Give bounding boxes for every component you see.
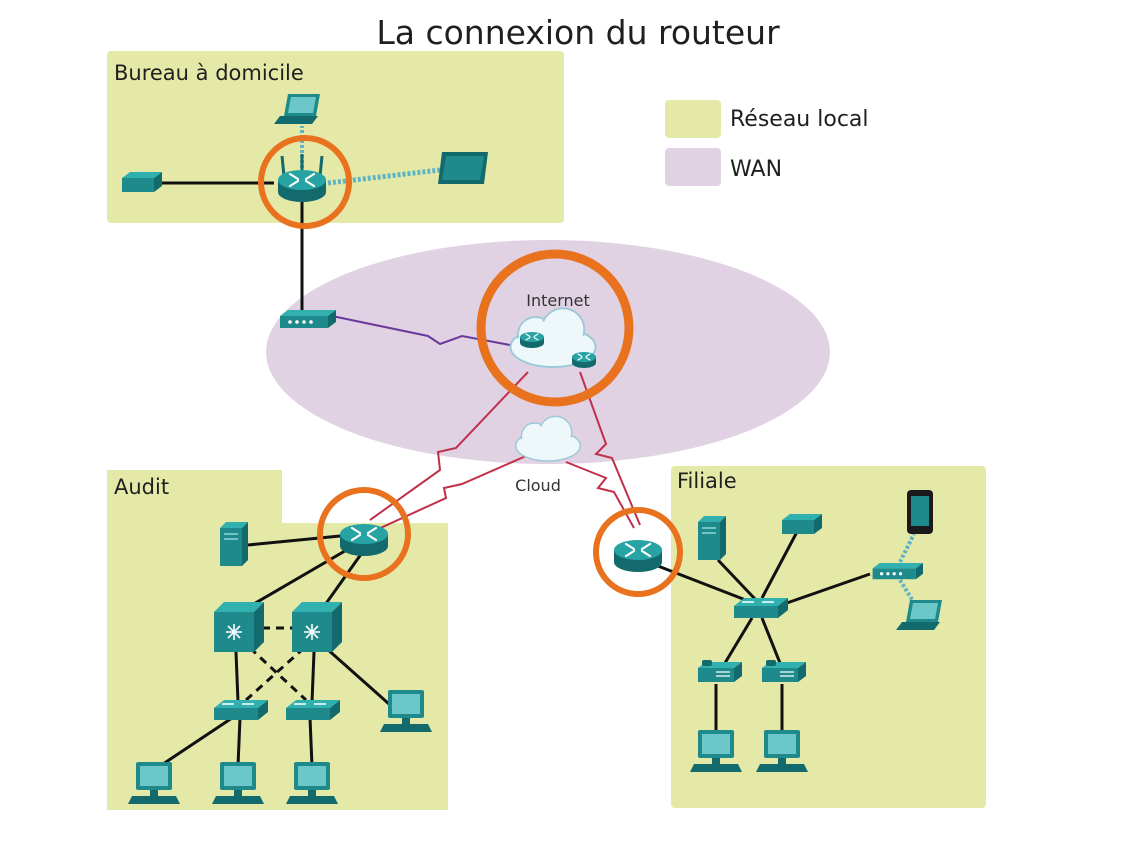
legend-swatch-wan: [665, 148, 721, 186]
internet-router-icon-1: [519, 331, 545, 349]
link-branch-switch-ap: [783, 572, 871, 606]
link-audit-server-router: [247, 534, 341, 547]
ip-phone-icon-2: [761, 659, 807, 683]
link-branch-switch-phone2: [760, 617, 784, 669]
link-audit-sw1-pc2: [236, 717, 242, 767]
printer-icon: [122, 172, 162, 192]
highlight-audit-router: [317, 487, 411, 581]
legend-swatch-lan: [665, 100, 721, 138]
tablet-icon: [438, 152, 488, 184]
branch-router-icon: [612, 538, 664, 574]
cloud-label: Cloud: [515, 476, 561, 495]
switch-icon-2: [285, 699, 341, 721]
link-audit-sw1-pc1: [159, 716, 233, 768]
ip-phone-icon-1: [697, 659, 743, 683]
router-highlights: [258, 135, 683, 597]
link-audit-ml2-pc4: [325, 646, 399, 714]
internet-router-icon-2: [571, 351, 597, 369]
highlight-home-router: [258, 135, 352, 229]
legend-label-lan: Réseau local: [730, 107, 869, 132]
link-audit-sw2-pc3: [308, 717, 314, 767]
branch-label: Filiale: [677, 469, 737, 493]
wan-link-audit-cloud: [375, 455, 527, 531]
multilayer-switch-icon-2: [291, 601, 343, 653]
audit-label: Audit: [114, 475, 169, 499]
legend: Réseau local WAN: [665, 100, 869, 186]
wireless-router-tablet: [327, 167, 441, 186]
diagram-title: La connexion du routeur: [376, 13, 780, 52]
link-branch-server-switch: [716, 558, 758, 602]
modem-icon: [280, 310, 336, 328]
link-branch-switch-phone1: [720, 617, 754, 669]
link-audit-ml2-sw2: [310, 651, 316, 703]
home-office-label: Bureau à domicile: [114, 61, 304, 85]
internet-label: Internet: [526, 291, 590, 310]
audit-router-icon: [338, 522, 390, 558]
router-icon: [276, 154, 328, 204]
multilayer-switch-icon-1: [213, 601, 265, 653]
link-audit-ml1-sw2: [248, 646, 308, 702]
branch-server-icon: [697, 515, 727, 561]
link-audit-router-ml1: [239, 546, 351, 614]
switch-icon-1: [213, 699, 269, 721]
wan-link-internet-branch-a: [579, 371, 641, 526]
highlight-branch-router: [593, 507, 683, 597]
smartphone-icon: [907, 490, 933, 534]
link-audit-router-ml2: [318, 549, 366, 613]
branch-switch-icon: [733, 597, 789, 619]
wan-link-audit-internet-a: [369, 371, 529, 521]
highlight-internet: [476, 249, 634, 407]
legend-label-wan: WAN: [730, 157, 782, 182]
server-icon: [219, 521, 249, 567]
access-point-icon: [872, 563, 923, 580]
wireless-ap-phone: [898, 533, 916, 563]
link-branch-printer-switch: [760, 529, 800, 599]
wan-link-cloud-branch: [565, 461, 635, 529]
link-audit-ml1-sw1: [234, 651, 240, 703]
branch-printer-icon: [782, 514, 822, 534]
